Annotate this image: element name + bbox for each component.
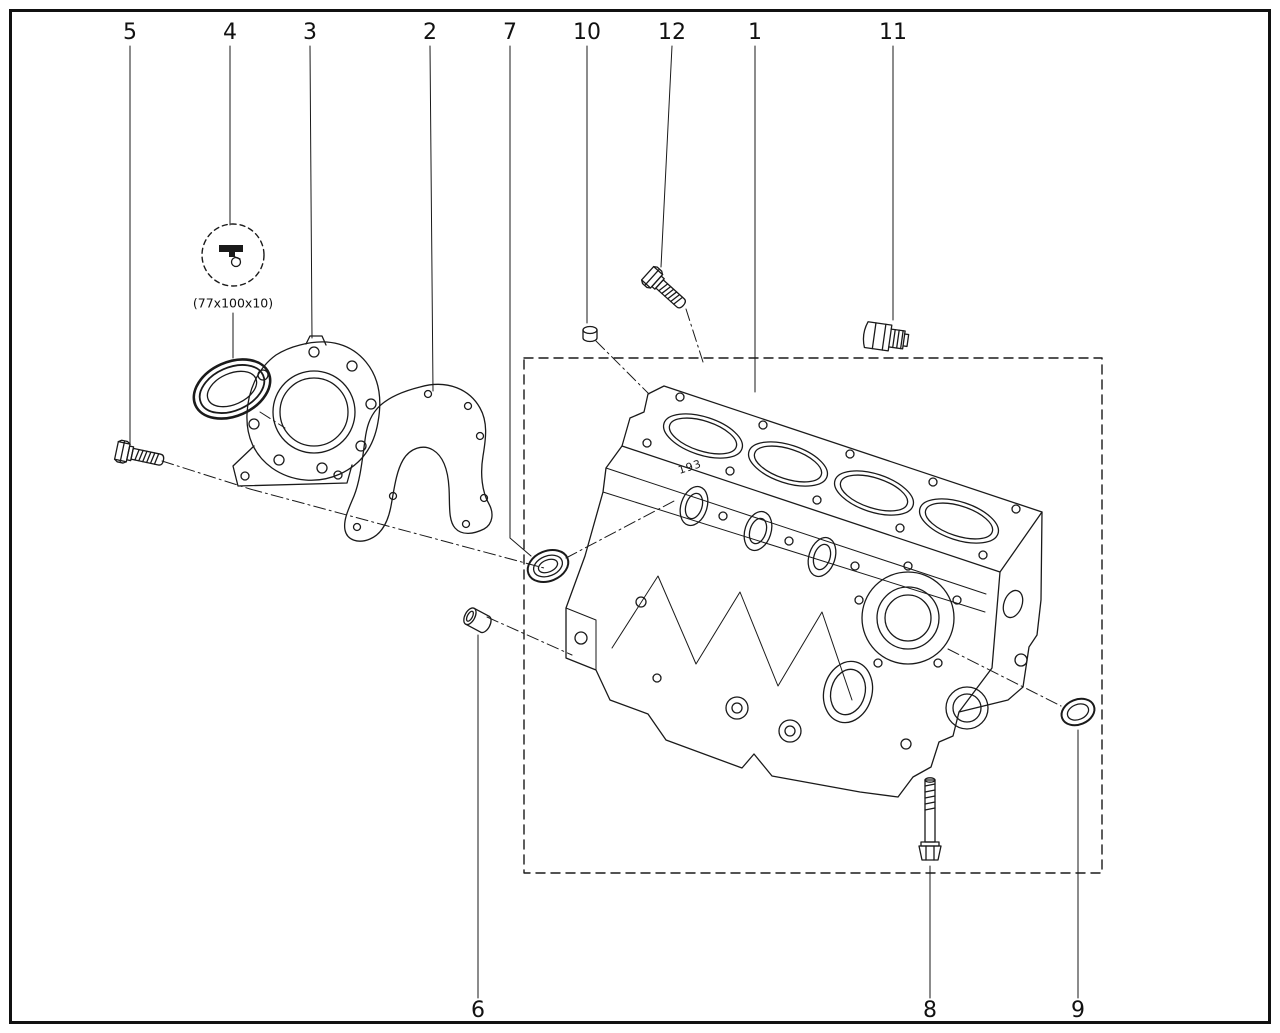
seal-part-7 bbox=[526, 549, 570, 583]
cylinder-bores bbox=[662, 413, 1000, 544]
mount-bosses bbox=[725, 696, 802, 743]
misc-holes bbox=[574, 511, 912, 750]
assembly-dashed-box bbox=[523, 357, 1103, 874]
callout-8: 8 bbox=[923, 998, 937, 1023]
callout-4: 4 bbox=[223, 20, 237, 45]
callout-3: 3 bbox=[303, 20, 317, 45]
callout-10: 10 bbox=[573, 20, 601, 45]
front-face-ports bbox=[679, 485, 837, 578]
callout-7: 7 bbox=[503, 20, 517, 45]
seal-dimension-label: (77x100x10) bbox=[192, 295, 274, 311]
seal-housing-part-3 bbox=[232, 335, 381, 487]
bolt-part-8 bbox=[918, 777, 942, 861]
bolt-part-5 bbox=[113, 439, 165, 466]
seal-cross-section-icon bbox=[201, 223, 265, 287]
right-end-details bbox=[945, 589, 1028, 730]
front-seal-boss bbox=[854, 561, 962, 668]
gasket-part-2 bbox=[343, 383, 493, 542]
callout-12: 12 bbox=[658, 20, 686, 45]
callout-6: 6 bbox=[471, 998, 485, 1023]
callout-11: 11 bbox=[879, 20, 907, 45]
oval-opening bbox=[822, 660, 874, 724]
leader-lines bbox=[129, 45, 1079, 999]
callout-5: 5 bbox=[123, 20, 137, 45]
plug-part-11 bbox=[862, 321, 910, 352]
seal-ring-part-4 bbox=[192, 358, 272, 420]
deck-bolt-holes bbox=[642, 392, 1021, 560]
plug-part-10 bbox=[582, 325, 598, 343]
dowel-part-6 bbox=[463, 607, 492, 634]
centerlines bbox=[161, 308, 1062, 707]
bolt-part-12 bbox=[640, 265, 686, 309]
seal-part-9 bbox=[1060, 697, 1096, 727]
callout-2: 2 bbox=[423, 20, 437, 45]
callout-9: 9 bbox=[1071, 998, 1085, 1023]
cylinder-block-part-1 bbox=[565, 385, 1043, 798]
callout-1: 1 bbox=[748, 20, 762, 45]
